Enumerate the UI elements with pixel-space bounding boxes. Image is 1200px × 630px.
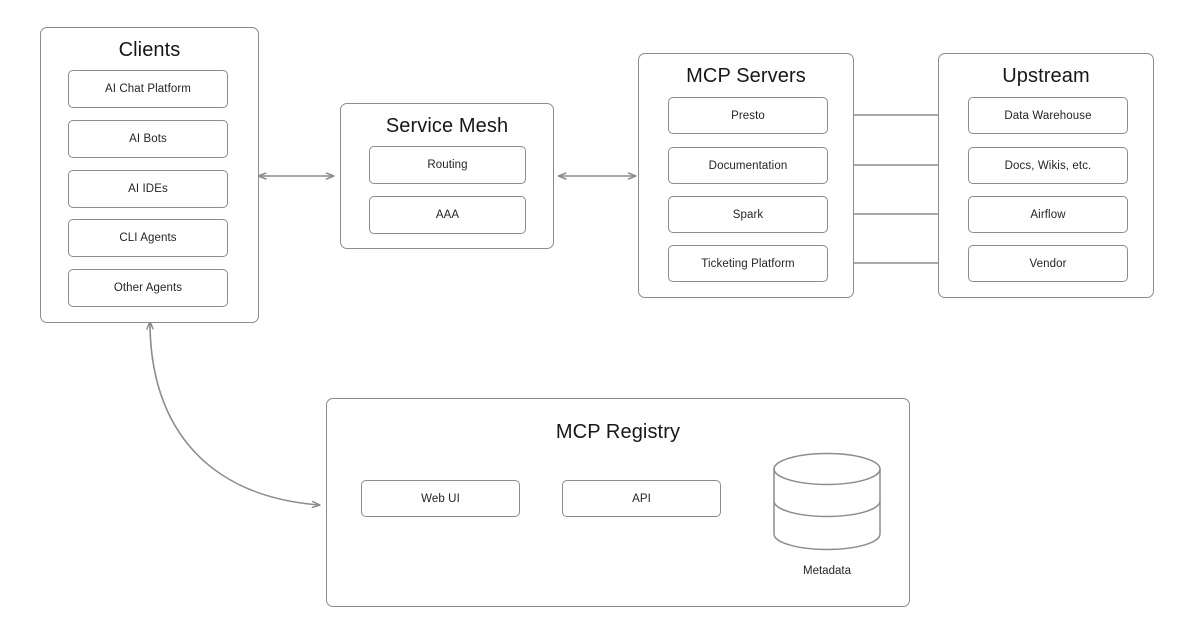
metadata-cylinder-icon[interactable]	[769, 451, 885, 559]
group-upstream-title: Upstream	[1002, 65, 1090, 87]
group-mcp-servers[interactable]: MCP Servers Presto Documentation Spark T…	[638, 53, 854, 298]
node-spark[interactable]: Spark	[668, 196, 828, 233]
group-clients[interactable]: Clients AI Chat Platform AI Bots AI IDEs…	[40, 27, 259, 323]
node-docs-wikis[interactable]: Docs, Wikis, etc.	[968, 147, 1128, 184]
connector-clients-mcp-registry	[150, 322, 320, 505]
node-cli-agents[interactable]: CLI Agents	[68, 219, 228, 257]
node-presto[interactable]: Presto	[668, 97, 828, 134]
group-mcp-registry-title: MCP Registry	[555, 421, 681, 443]
node-routing[interactable]: Routing	[369, 146, 526, 184]
node-documentation[interactable]: Documentation	[668, 147, 828, 184]
node-api[interactable]: API	[562, 480, 721, 517]
group-mcp-registry[interactable]: MCP Registry Web UI API Metadata	[326, 398, 910, 607]
node-airflow[interactable]: Airflow	[968, 196, 1128, 233]
group-service-mesh-title: Service Mesh	[385, 115, 509, 137]
node-ai-chat-platform[interactable]: AI Chat Platform	[68, 70, 228, 108]
group-clients-title: Clients	[118, 39, 181, 61]
metadata-label: Metadata	[803, 565, 851, 577]
node-other-agents[interactable]: Other Agents	[68, 269, 228, 307]
group-service-mesh[interactable]: Service Mesh Routing AAA	[340, 103, 554, 249]
group-upstream[interactable]: Upstream Data Warehouse Docs, Wikis, etc…	[938, 53, 1154, 298]
node-aaa[interactable]: AAA	[369, 196, 526, 234]
node-data-warehouse[interactable]: Data Warehouse	[968, 97, 1128, 134]
node-vendor[interactable]: Vendor	[968, 245, 1128, 282]
node-web-ui[interactable]: Web UI	[361, 480, 520, 517]
node-ai-ides[interactable]: AI IDEs	[68, 170, 228, 208]
group-mcp-servers-title: MCP Servers	[686, 65, 806, 87]
node-ticketing-platform[interactable]: Ticketing Platform	[668, 245, 828, 282]
node-ai-bots[interactable]: AI Bots	[68, 120, 228, 158]
